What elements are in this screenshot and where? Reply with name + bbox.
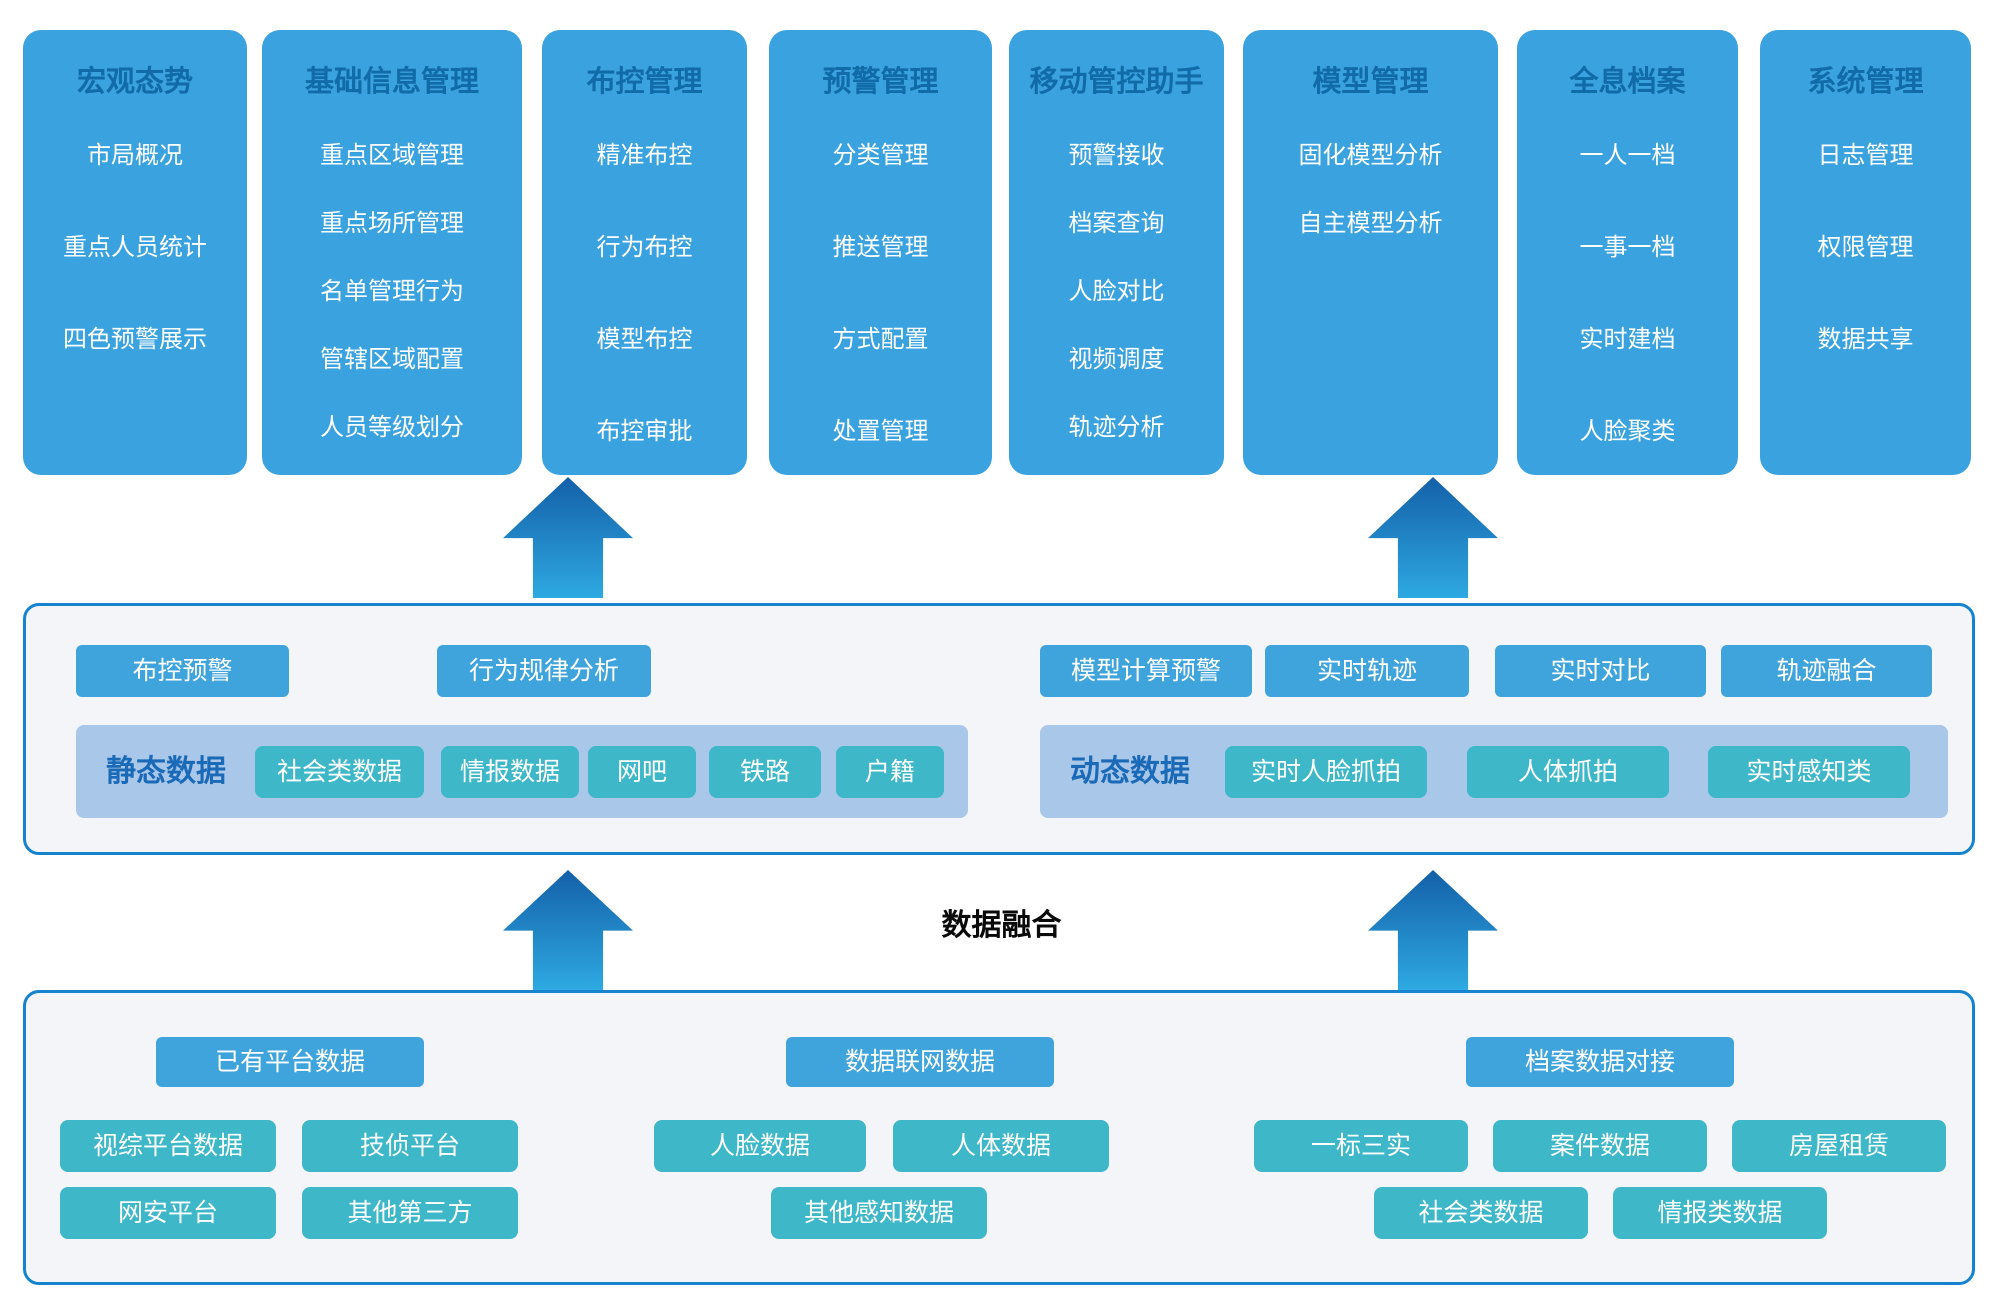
module-item: 方式配置 (832, 326, 929, 353)
up-arrow-icon (1368, 477, 1498, 598)
module-card-8: 系统管理日志管理权限管理数据共享 (1760, 30, 1971, 475)
module-card-2: 基础信息管理重点区域管理重点场所管理名单管理行为管辖区域配置人员等级划分 (262, 30, 522, 475)
data-type-pill: 实时感知类 (1708, 746, 1910, 798)
module-item: 固化模型分析 (1298, 142, 1443, 169)
dynamic-data-band: 动态数据 实时人脸抓拍人体抓拍实时感知类 (1040, 725, 1948, 818)
capability-pill: 轨迹融合 (1721, 645, 1932, 697)
data-type-pill: 情报数据 (441, 746, 579, 798)
module-card-6: 模型管理固化模型分析自主模型分析 (1243, 30, 1498, 475)
data-type-pill: 实时人脸抓拍 (1225, 746, 1427, 798)
module-item: 人脸对比 (1068, 278, 1165, 305)
module-item: 轨迹分析 (1068, 414, 1165, 441)
module-item: 重点人员统计 (63, 234, 207, 261)
source-group-header-pill: 已有平台数据 (156, 1037, 424, 1087)
module-item: 行为布控 (596, 234, 693, 261)
source-pill: 房屋租赁 (1732, 1120, 1946, 1172)
source-group-header-pill: 数据联网数据 (786, 1037, 1054, 1087)
data-type-pill: 网吧 (588, 746, 696, 798)
data-source-panel: 已有平台数据视综平台数据技侦平台网安平台其他第三方 数据联网数据人脸数据人体数据其… (23, 990, 1975, 1285)
capability-pill: 实时对比 (1495, 645, 1706, 697)
source-pill: 情报类数据 (1613, 1187, 1827, 1239)
module-card-title: 宏观态势 (76, 66, 193, 98)
source-pill: 社会类数据 (1374, 1187, 1588, 1239)
module-item: 人员等级划分 (320, 414, 464, 441)
module-item: 人脸聚类 (1579, 418, 1676, 445)
module-card-title: 预警管理 (822, 66, 939, 98)
source-group-header-pill: 档案数据对接 (1466, 1037, 1734, 1087)
module-item: 重点区域管理 (320, 142, 464, 169)
source-pill: 网安平台 (60, 1187, 276, 1239)
up-arrow-icon (503, 477, 633, 598)
fusion-label: 数据融合 (941, 909, 1062, 942)
source-pill: 其他第三方 (302, 1187, 518, 1239)
module-item: 四色预警展示 (63, 326, 207, 353)
module-item: 处置管理 (832, 418, 929, 445)
module-card-title: 移动管控助手 (1029, 66, 1204, 98)
module-item: 日志管理 (1817, 142, 1914, 169)
module-card-title: 基础信息管理 (304, 66, 479, 98)
module-item: 一事一档 (1579, 234, 1676, 261)
band-label: 动态数据 (1070, 755, 1190, 788)
module-item: 布控审批 (596, 418, 693, 445)
module-item: 市局概况 (87, 142, 183, 169)
source-pill: 其他感知数据 (771, 1187, 987, 1239)
band-label: 静态数据 (106, 755, 226, 788)
source-pill: 视综平台数据 (60, 1120, 276, 1172)
module-card-title: 全息档案 (1569, 66, 1686, 98)
source-pill: 人脸数据 (654, 1120, 866, 1172)
capability-pill: 布控预警 (76, 645, 289, 697)
source-pill: 人体数据 (893, 1120, 1109, 1172)
data-type-pill: 铁路 (709, 746, 821, 798)
module-item: 一人一档 (1579, 142, 1676, 169)
capability-pill: 实时轨迹 (1265, 645, 1469, 697)
module-card-4: 预警管理分类管理推送管理方式配置处置管理 (769, 30, 992, 475)
data-type-pill: 户籍 (836, 746, 944, 798)
module-item: 预警接收 (1068, 142, 1165, 169)
data-type-pill: 社会类数据 (255, 746, 424, 798)
module-item: 名单管理行为 (320, 278, 464, 305)
module-item: 档案查询 (1068, 210, 1165, 237)
module-card-title: 布控管理 (586, 66, 703, 98)
module-item: 自主模型分析 (1298, 210, 1443, 237)
capability-pill: 行为规律分析 (437, 645, 651, 697)
module-item: 推送管理 (832, 234, 929, 261)
capability-pill: 模型计算预警 (1040, 645, 1252, 697)
source-pill: 案件数据 (1493, 1120, 1707, 1172)
module-card-3: 布控管理精准布控行为布控模型布控布控审批 (542, 30, 747, 475)
module-item: 管辖区域配置 (320, 346, 464, 373)
static-data-band: 静态数据社会类数据情报数据网吧铁路户籍 (76, 725, 968, 818)
analysis-layer-panel: 布控预警行为规律分析静态数据社会类数据情报数据网吧铁路户籍模型计算预警实时轨迹实… (23, 603, 1975, 855)
module-item: 重点场所管理 (320, 210, 464, 237)
module-item: 数据共享 (1817, 326, 1914, 353)
module-card-title: 系统管理 (1807, 66, 1924, 98)
module-card-5: 移动管控助手预警接收档案查询人脸对比视频调度轨迹分析 (1009, 30, 1224, 475)
module-item: 精准布控 (596, 142, 693, 169)
source-pill: 一标三实 (1254, 1120, 1468, 1172)
module-card-1: 宏观态势市局概况重点人员统计四色预警展示 (23, 30, 247, 475)
module-card-7: 全息档案一人一档一事一档实时建档人脸聚类 (1517, 30, 1738, 475)
module-item: 模型布控 (596, 326, 693, 353)
data-type-pill: 人体抓拍 (1467, 746, 1669, 798)
module-card-title: 模型管理 (1312, 66, 1429, 98)
module-item: 实时建档 (1579, 326, 1676, 353)
module-item: 权限管理 (1817, 234, 1914, 261)
module-item: 视频调度 (1068, 346, 1165, 373)
source-pill: 技侦平台 (302, 1120, 518, 1172)
module-item: 分类管理 (832, 142, 929, 169)
